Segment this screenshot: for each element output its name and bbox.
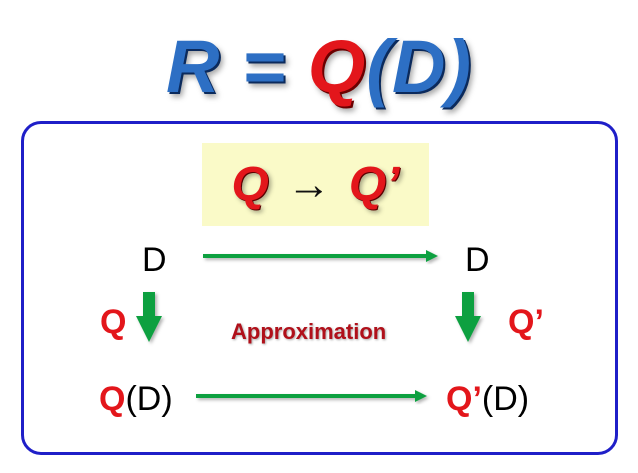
node-bottom-left: Q(D) <box>99 379 173 419</box>
bottom-left-arg: (D) <box>125 380 173 418</box>
right-down-arrow-icon <box>455 292 481 342</box>
node-bottom-right: Q’(D) <box>446 379 529 419</box>
transform-from: Q <box>231 158 269 211</box>
node-top-left: D <box>142 241 167 279</box>
transform-label: Q → Q’ <box>202 143 429 226</box>
top-horizontal-arrow-icon <box>203 250 438 262</box>
transform-panel <box>202 143 429 226</box>
bottom-right-func: Q’ <box>446 380 482 418</box>
left-arrow-label: Q <box>100 303 127 341</box>
title-open-paren: ( <box>366 25 392 108</box>
formula-title: R = Q(D) <box>0 22 638 112</box>
title-r: R <box>165 25 221 108</box>
bottom-horizontal-arrow-icon <box>196 390 427 402</box>
title-equals: = <box>241 25 287 108</box>
transform-to: Q’ <box>348 158 400 211</box>
right-arrow-icon: → <box>286 159 331 209</box>
title-q: Q <box>307 25 367 108</box>
approximation-label: Approximation <box>231 319 387 344</box>
title-close-paren: ) <box>446 25 473 108</box>
left-down-arrow-icon <box>136 292 162 342</box>
bottom-left-func: Q <box>99 380 126 418</box>
title-d: D <box>391 25 447 108</box>
bottom-right-arg: (D) <box>481 380 530 418</box>
right-arrow-label: Q’ <box>508 303 544 341</box>
node-top-right: D <box>465 241 490 279</box>
